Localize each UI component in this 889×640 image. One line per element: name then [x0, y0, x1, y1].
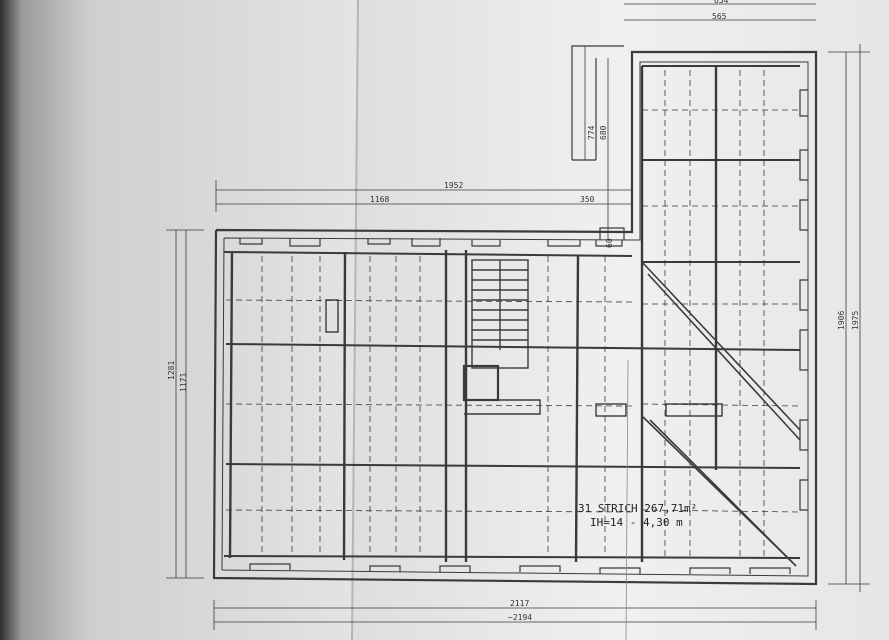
outer-wall [212, 50, 818, 586]
beam-lines [223, 65, 801, 559]
dimension-lines [166, 3, 870, 630]
column-lines [228, 66, 718, 563]
room-label: 31 STRICH 267,71m² IH=14 - 4,30 m [578, 502, 697, 529]
paper-fold [351, 0, 359, 640]
pencil-mark [625, 359, 629, 640]
dim-1952: 1952 [444, 181, 463, 190]
inner-wall [221, 61, 809, 577]
dim-60: 60 [605, 238, 614, 248]
dim-1975: 1975 [851, 311, 860, 330]
room-label-line2: IH=14 - 4,30 m [590, 516, 683, 529]
dim-654: 654 [714, 0, 729, 5]
dim-2117: 2117 [510, 599, 529, 608]
stairwell [462, 259, 541, 415]
dim-1171: 1171 [179, 373, 188, 392]
paper-left [0, 0, 360, 640]
opening-2 [595, 403, 627, 417]
window-jambs-bottom [249, 563, 791, 574]
diagonal-braces [641, 261, 801, 567]
dim-680: 680 [599, 125, 608, 140]
window-jambs-top [239, 238, 623, 247]
dim-565: 565 [712, 12, 727, 21]
dim-1168: 1168 [370, 195, 389, 204]
opening-3 [665, 403, 723, 417]
room-label-line1: 31 STRICH 267,71m² [578, 502, 697, 515]
dim-2194: ~2194 [508, 613, 532, 622]
dim-350: 350 [580, 195, 595, 204]
dim-774: 774 [587, 125, 596, 140]
opening-1 [325, 299, 339, 333]
dimension-labels: 654 565 1952 1168 350 774 680 60 1281 11… [167, 0, 860, 622]
shaft-outline [571, 45, 625, 240]
window-jambs-right [799, 89, 808, 511]
dim-1906: 1906 [837, 311, 846, 330]
dashed-grid [225, 70, 801, 556]
dim-1281: 1281 [167, 361, 176, 380]
